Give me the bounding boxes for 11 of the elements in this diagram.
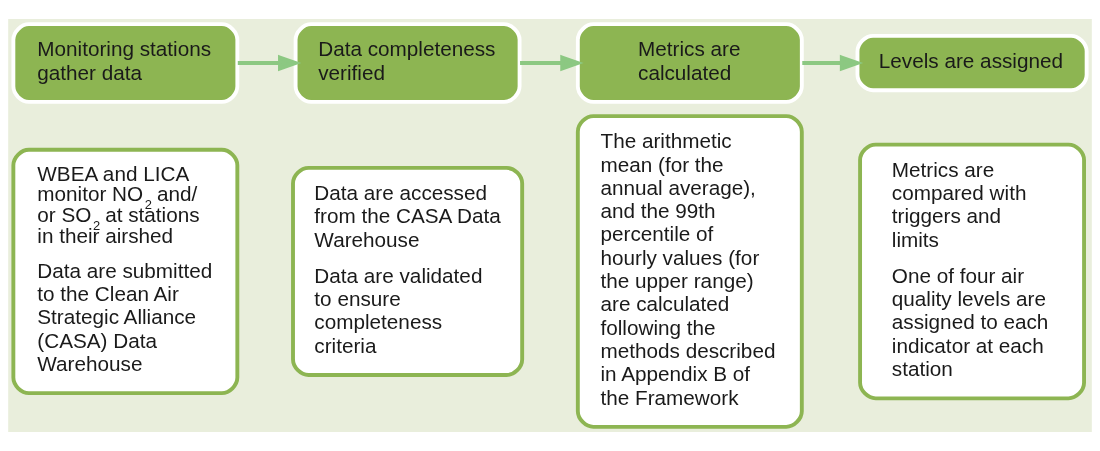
node-box: Monitoring stations gather data <box>11 22 240 104</box>
arrow <box>520 54 584 72</box>
node-box: Data are accessed from the CASA Data Warehouse Data are validated to ensure completeness criteria <box>291 165 525 377</box>
node-box: Metrics are calculated <box>575 22 804 104</box>
node-box: Data completeness verified <box>293 22 522 104</box>
arrow <box>802 54 864 72</box>
arrow <box>237 54 302 72</box>
node-box: WBEA and LICA monitor NO$_{2}$ and/ or SO$_{2}$ at stations in their airshed Data are submitted to the Clean Air Strategic Alliance (CASA) Data Warehouse <box>11 147 240 396</box>
node-box: Levels are assigned <box>855 33 1089 93</box>
node-box: Metrics are compared with triggers and limits One of four air quality levels are assigned to each indicator at each station <box>858 142 1086 401</box>
node-box: The arithmetic mean (for the annual average), and the 99th percentile of hourly values (for the upper range) are calculated following the methods described in Appendix B of the Framework <box>575 114 804 429</box>
